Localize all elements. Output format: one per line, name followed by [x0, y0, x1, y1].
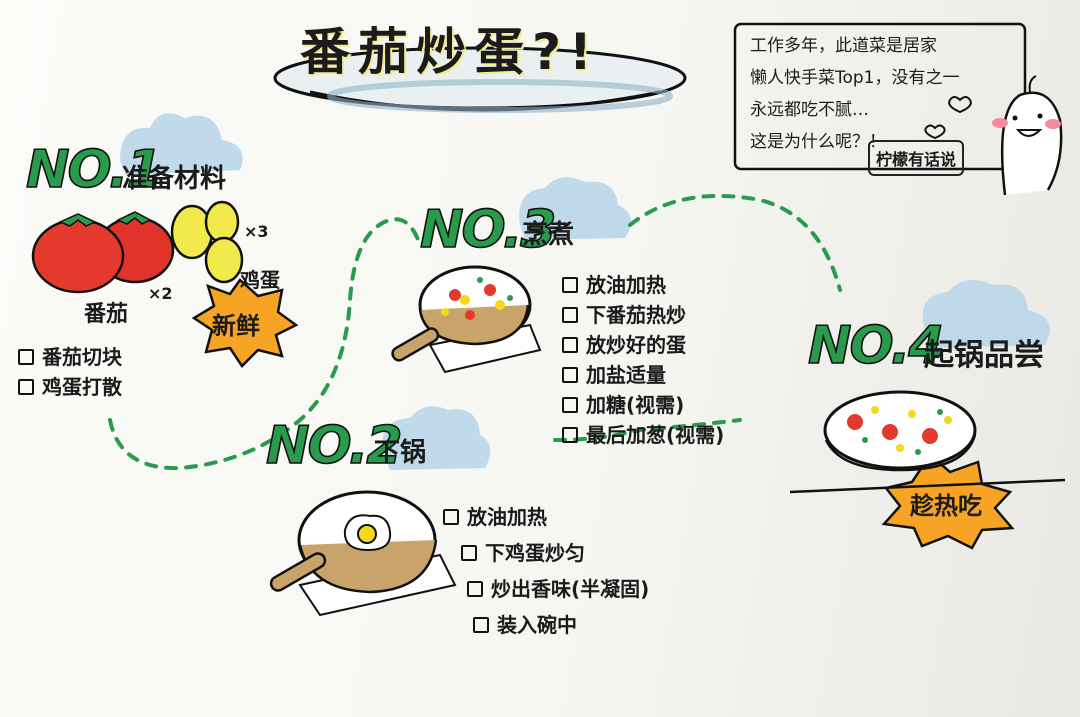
checklist-item: 放油加热: [443, 502, 649, 532]
checklist-item: 加糖(视需): [562, 390, 724, 420]
step-2-checklist: 放油加热 下鸡蛋炒匀 炒出香味(半凝固) 装入碗中: [443, 502, 649, 640]
checklist-item: 加盐适量: [562, 360, 724, 390]
checkbox-icon: [562, 367, 578, 383]
step-1-checklist: 番茄切块 鸡蛋打散: [18, 342, 122, 402]
step-4-number: NO.4: [807, 315, 945, 377]
tomato-icon: [31, 211, 175, 294]
cloud-decorations: [120, 113, 1050, 470]
note-line: 这是为什么呢？！: [750, 132, 886, 152]
character-icon: [924, 75, 1063, 196]
step-3-checklist: 放油加热 下番茄热炒 放炒好的蛋 加盐适量 加糖(视需) 最后加葱(视需): [562, 270, 724, 450]
checklist-item: 放炒好的蛋: [562, 330, 724, 360]
checklist-item: 炒出香味(半凝固): [467, 574, 649, 604]
checklist-item: 最后加葱(视需): [562, 420, 724, 450]
egg-icon: [170, 200, 244, 284]
tomato-label: 番茄: [84, 302, 129, 327]
checkbox-icon: [562, 307, 578, 323]
step-3-number: NO.3: [419, 199, 557, 261]
checkbox-icon: [443, 509, 459, 525]
step-path: [108, 193, 842, 471]
checkbox-icon: [562, 337, 578, 353]
step-1-name: 准备材料: [122, 164, 227, 194]
checklist-item: 放油加热: [562, 270, 724, 300]
egg-quantity: ×3: [244, 222, 269, 241]
checkbox-icon: [461, 545, 477, 561]
step-2-number: NO.2: [265, 415, 403, 477]
note-line: 工作多年，此道菜是居家: [750, 36, 937, 56]
checkbox-icon: [562, 427, 578, 443]
eat-hot-badge: 趁热吃: [910, 492, 982, 520]
dish-plate-icon: [789, 390, 1066, 494]
checklist-item: 番茄切块: [18, 342, 122, 372]
checklist-item: 鸡蛋打散: [18, 372, 122, 402]
frying-pan-egg-icon: [269, 490, 457, 617]
checkbox-icon: [562, 277, 578, 293]
note-line: 懒人快手菜Top1，没有之一: [750, 68, 960, 88]
checkbox-icon: [467, 581, 483, 597]
note-line: 永远都吃不腻…: [750, 100, 869, 120]
checkbox-icon: [18, 379, 34, 395]
step-4-name: 起锅品尝: [924, 338, 1044, 373]
tomato-quantity: ×2: [148, 284, 173, 303]
checklist-item: 下番茄热炒: [562, 300, 724, 330]
checkbox-icon: [18, 349, 34, 365]
checkbox-icon: [562, 397, 578, 413]
step-2-name: 下锅: [374, 438, 427, 468]
intro-note: 工作多年，此道菜是居家 懒人快手菜Top1，没有之一 永远都吃不腻… 这是为什么…: [750, 30, 960, 158]
page-title: 番茄炒蛋?!: [300, 23, 600, 81]
checklist-item: 装入碗中: [473, 610, 649, 640]
frying-pan-tomato-icon: [391, 265, 542, 374]
title-plate-icon: [273, 46, 687, 113]
checkbox-icon: [473, 617, 489, 633]
egg-label: 鸡蛋: [240, 268, 280, 292]
fresh-badge: 新鲜: [212, 312, 260, 340]
step-3-name: 烹煮: [522, 220, 575, 250]
fresh-badge-burst: [191, 278, 299, 368]
note-signature: 柠檬有话说: [868, 140, 965, 176]
eat-hot-badge-burst: [881, 453, 1015, 550]
step-1-number: NO.1: [25, 139, 163, 201]
checklist-item: 下鸡蛋炒匀: [461, 538, 649, 568]
